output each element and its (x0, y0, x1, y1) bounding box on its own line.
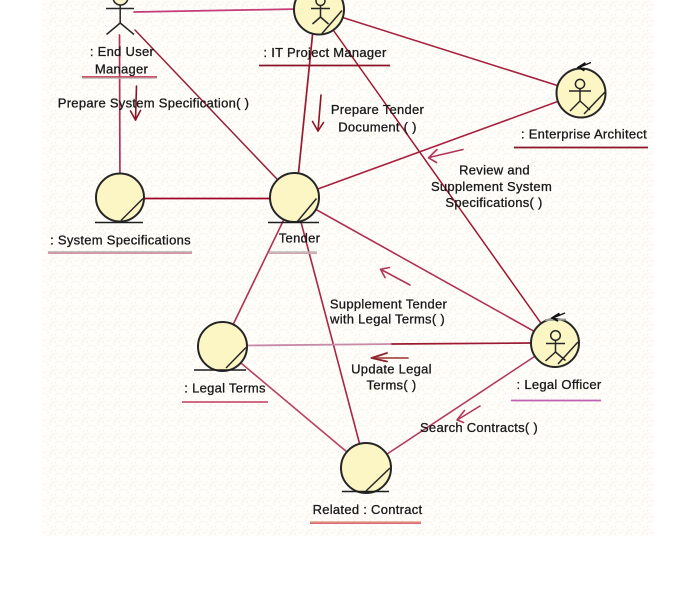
svg-text:Update Legal: Update Legal (351, 362, 432, 377)
svg-text:Prepare Tender: Prepare Tender (331, 102, 425, 117)
svg-text:Search Contracts( ): Search Contracts( ) (420, 420, 538, 435)
svg-text:Manager: Manager (95, 62, 149, 77)
svg-text:Document ( ): Document ( ) (338, 120, 417, 135)
svg-text:Supplement Tender: Supplement Tender (330, 297, 448, 312)
svg-text:with Legal Terms( ): with Legal Terms( ) (329, 312, 445, 327)
svg-text:: Enterprise Architect: : Enterprise Architect (521, 127, 647, 142)
svg-text:Review and: Review and (459, 163, 530, 178)
svg-text:Tender: Tender (279, 231, 321, 246)
svg-text:: Legal Officer: : Legal Officer (517, 377, 602, 392)
svg-text:: IT Project Manager: : IT Project Manager (263, 45, 387, 60)
svg-text:Supplement System: Supplement System (431, 179, 552, 194)
svg-text:Specifications( ): Specifications( ) (445, 195, 542, 210)
svg-text:Prepare System Specification(: Prepare System Specification( ) (58, 96, 249, 111)
svg-text:: System Specifications: : System Specifications (50, 233, 191, 248)
svg-text:Related : Contract: Related : Contract (313, 502, 423, 517)
svg-text:Terms( ): Terms( ) (367, 378, 417, 393)
svg-text:: End User: : End User (90, 44, 155, 59)
svg-text:: Legal Terms: : Legal Terms (184, 381, 266, 396)
